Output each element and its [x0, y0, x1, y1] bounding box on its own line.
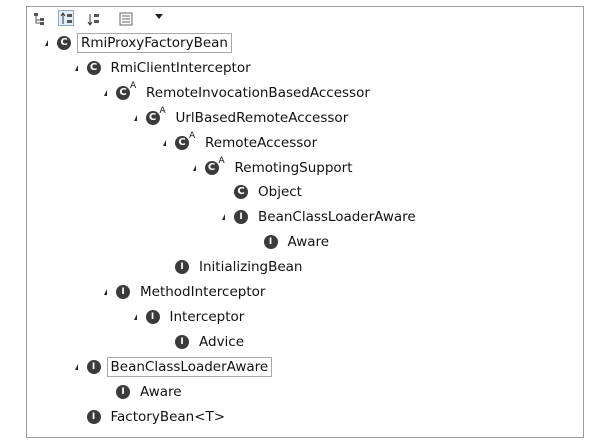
interface-icon: I	[116, 285, 130, 299]
interface-icon: I	[263, 235, 278, 250]
interface-icon: I	[86, 409, 101, 424]
tree-node-label: RmiProxyFactoryBean	[77, 33, 232, 53]
view-menu-icon[interactable]	[117, 10, 133, 26]
tree-node-label: RmiClientInterceptor	[110, 59, 251, 76]
tree-node[interactable]: C Object	[219, 180, 302, 204]
toolbar	[27, 7, 583, 29]
tree-node[interactable]: I Aware	[101, 380, 182, 404]
tree-node[interactable]: I Aware	[249, 230, 330, 254]
abstract-marker-icon: A	[218, 155, 225, 166]
interface-icon: I	[145, 309, 160, 324]
tree-node[interactable]: I MethodInterceptor	[101, 280, 265, 304]
tree-node-label: UrlBasedRemoteAccessor	[175, 109, 349, 126]
expand-toggle-icon[interactable]	[131, 114, 137, 121]
tree-node-label: Aware	[287, 234, 330, 251]
class-icon: C	[234, 185, 248, 200]
expand-toggle-icon[interactable]	[101, 89, 107, 96]
chevron-down-icon[interactable]	[155, 14, 163, 19]
tree-node[interactable]: C RmiClientInterceptor	[72, 56, 251, 80]
tree-node-label: BeanClassLoaderAware	[106, 356, 273, 377]
expand-toggle-icon[interactable]	[131, 313, 137, 320]
type-hierarchy-icon[interactable]	[31, 10, 47, 26]
expand-toggle-icon[interactable]	[160, 139, 166, 146]
tree-node[interactable]: I Interceptor	[131, 305, 245, 329]
tree-node[interactable]: I BeanClassLoaderAware	[72, 355, 273, 379]
interface-icon: I	[86, 359, 101, 374]
tree-node-label: RemotingSupport	[234, 159, 353, 176]
class-icon: C	[86, 60, 101, 75]
interface-icon: I	[234, 210, 248, 225]
expand-toggle-icon[interactable]	[190, 164, 196, 171]
tree-node[interactable]: I BeanClassLoaderAware	[219, 205, 416, 229]
subtype-hierarchy-icon[interactable]	[85, 10, 101, 26]
tree-node-label: MethodInterceptor	[140, 284, 266, 300]
supertype-hierarchy-icon[interactable]	[58, 10, 74, 26]
interface-icon: I	[175, 334, 189, 349]
tree-node-label: BeanClassLoaderAware	[258, 209, 416, 226]
interface-icon: I	[116, 384, 130, 399]
tree-node-label: FactoryBean<T>	[110, 408, 226, 425]
abstract-marker-icon: A	[189, 130, 196, 141]
tree-node-label: Aware	[140, 383, 182, 400]
tree-node[interactable]: I Advice	[160, 330, 244, 354]
tree-node-label: Advice	[199, 333, 245, 350]
expand-toggle-icon[interactable]	[42, 40, 48, 46]
tree-node-label: RemoteAccessor	[205, 134, 318, 151]
tree-node-label: Object	[258, 184, 302, 201]
tree-node[interactable]: I InitializingBean	[160, 255, 302, 279]
tree-node[interactable]: I FactoryBean<T>	[72, 405, 226, 429]
abstract-marker-icon: A	[130, 80, 137, 91]
abstract-marker-icon: A	[159, 105, 166, 116]
class-icon: C	[57, 36, 71, 50]
tree-node-label: RemoteInvocationBasedAccessor	[146, 84, 370, 101]
tree-node[interactable]: C RmiProxyFactoryBean	[42, 31, 232, 55]
interface-icon: I	[175, 260, 189, 275]
tree-node-label: Interceptor	[169, 308, 245, 325]
expand-toggle-icon[interactable]	[72, 64, 78, 71]
expand-toggle-icon[interactable]	[72, 363, 78, 370]
expand-toggle-icon[interactable]	[219, 214, 225, 221]
expand-toggle-icon[interactable]	[101, 289, 107, 295]
tree-node-label: InitializingBean	[199, 259, 303, 276]
